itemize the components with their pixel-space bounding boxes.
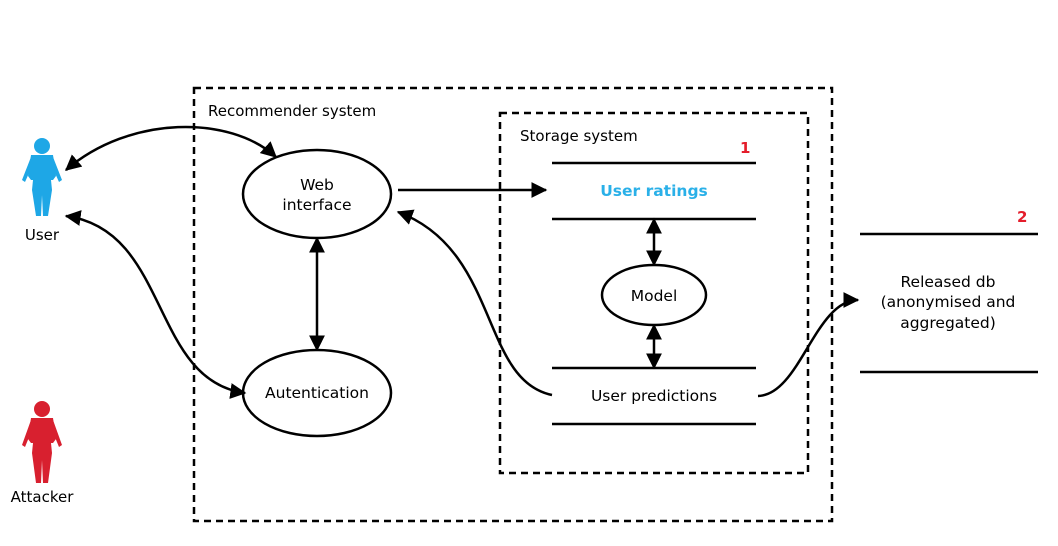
web-interface-label-line1: Web — [300, 176, 334, 194]
model-label: Model — [631, 287, 678, 305]
recommender-system-title: Recommender system — [208, 102, 376, 120]
released-db-label-line2: (anonymised and — [881, 293, 1016, 311]
attacker-label: Attacker — [11, 488, 75, 506]
released-db-marker-2: 2 — [1017, 208, 1027, 226]
storage-system-title: Storage system — [520, 127, 638, 145]
released-db-label-line3: aggregated) — [900, 314, 996, 332]
web-interface-label-line2: interface — [282, 196, 351, 214]
storage-marker-1: 1 — [740, 139, 750, 157]
user-predictions-label: User predictions — [591, 387, 717, 405]
authentication-label: Autentication — [265, 384, 369, 402]
storage-system-boundary — [498, 111, 810, 475]
released-db-label-line1: Released db — [900, 273, 995, 291]
user-label: User — [25, 226, 60, 244]
web-interface-node — [241, 148, 393, 240]
arrow-user-web-interface — [64, 125, 277, 171]
attacker-person-icon — [22, 401, 62, 483]
arrow-predictions-to-released-db — [757, 292, 860, 398]
arrow-predictions-to-web — [396, 209, 553, 397]
user-ratings-label: User ratings — [600, 182, 708, 200]
user-person-icon — [22, 138, 62, 216]
arrow-user-authentication — [64, 210, 247, 399]
